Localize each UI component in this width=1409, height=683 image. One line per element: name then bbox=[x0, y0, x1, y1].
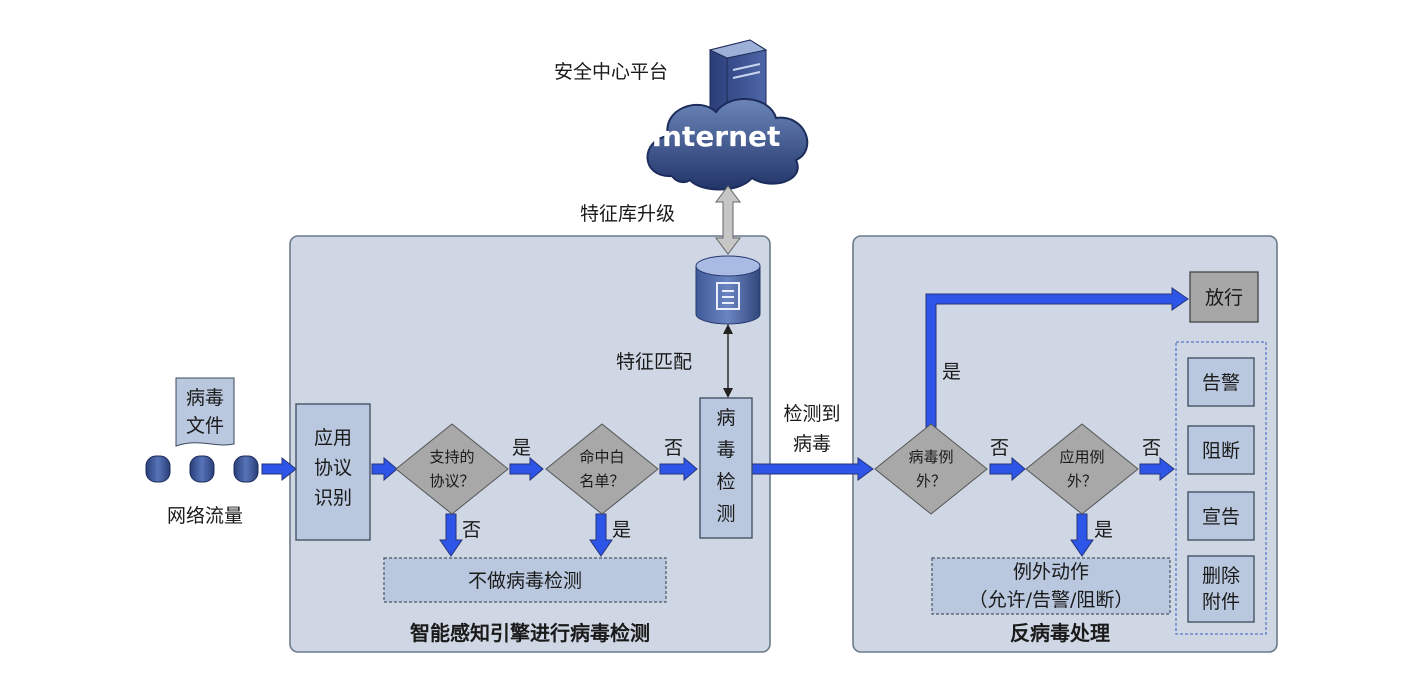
flow-arrow-no-2 bbox=[989, 456, 1026, 482]
virus-detect-char1: 病 bbox=[716, 407, 735, 429]
no-detect-label: 不做病毒检测 bbox=[468, 570, 582, 592]
virus-exception-decision: 病毒例 外？ bbox=[874, 423, 988, 515]
action-block-label: 阻断 bbox=[1202, 440, 1240, 462]
virus-detect-char4: 测 bbox=[716, 503, 735, 525]
upgrade-arrow bbox=[715, 185, 741, 255]
flow-arrow-no-1 bbox=[659, 456, 698, 482]
allow-box: 放行 bbox=[1189, 271, 1259, 323]
exception-action-line2: （允许/告警/阻断） bbox=[969, 589, 1134, 611]
app-protocol-id-line1: 应用 bbox=[314, 427, 352, 449]
flow-arrow-down-yes-2 bbox=[1070, 513, 1094, 557]
av-panel-title: 反病毒处理 bbox=[1010, 621, 1110, 645]
database-icon bbox=[695, 255, 761, 325]
signature-upgrade-label: 特征库升级 bbox=[580, 203, 675, 225]
virus-exception-line1: 病毒例 bbox=[908, 448, 953, 466]
signature-match-label: 特征匹配 bbox=[616, 351, 692, 373]
flow-arrow-detected bbox=[751, 457, 874, 481]
engine-panel bbox=[289, 235, 771, 653]
traffic-packet-icon bbox=[145, 455, 259, 483]
virus-file-line1: 病毒 bbox=[186, 387, 224, 409]
delete-attachment-line1: 删除 bbox=[1202, 565, 1240, 587]
actions-group bbox=[1175, 341, 1267, 635]
flow-arrow-proto bbox=[371, 456, 398, 482]
action-announce-label: 宣告 bbox=[1202, 506, 1240, 528]
action-announce-box: 宣告 bbox=[1187, 491, 1255, 541]
no-label-3: 否 bbox=[990, 437, 1009, 459]
app-exception-decision: 应用例 外？ bbox=[1025, 423, 1139, 515]
allow-label: 放行 bbox=[1205, 287, 1243, 309]
no-label-1: 否 bbox=[462, 519, 481, 541]
whitelist-hit-line2: 名单？ bbox=[579, 472, 624, 490]
virus-exception-line2: 外？ bbox=[916, 472, 946, 490]
app-protocol-id-line3: 识别 bbox=[314, 487, 352, 509]
exception-action-line1: 例外动作 bbox=[1013, 561, 1089, 583]
whitelist-hit-line1: 命中白 bbox=[579, 448, 624, 466]
internet-label: Internet bbox=[652, 120, 781, 153]
virus-file-icon: 病毒 文件 bbox=[175, 377, 235, 447]
action-alert-label: 告警 bbox=[1202, 372, 1240, 394]
whitelist-hit-decision: 命中白 名单？ bbox=[545, 423, 659, 515]
yes-label-4: 是 bbox=[1094, 519, 1113, 541]
flow-arrow-down-yes bbox=[589, 513, 613, 557]
virus-detect-char2: 毒 bbox=[716, 439, 735, 461]
no-label-2: 否 bbox=[664, 437, 683, 459]
supported-protocol-decision: 支持的 协议？ bbox=[395, 423, 509, 515]
action-alert-box: 告警 bbox=[1187, 357, 1255, 407]
app-exception-line2: 外？ bbox=[1067, 472, 1097, 490]
exception-action-box: 例外动作 （允许/告警/阻断） bbox=[931, 557, 1171, 615]
supported-protocol-line2: 协议？ bbox=[429, 472, 474, 490]
action-delete-attachment-box: 删除 附件 bbox=[1187, 555, 1255, 623]
flow-arrow-no-3 bbox=[1139, 456, 1175, 482]
flow-arrow-yes-1 bbox=[509, 456, 544, 482]
network-traffic-label: 网络流量 bbox=[167, 505, 243, 527]
app-protocol-id-box: 应用 协议 识别 bbox=[295, 403, 371, 541]
supported-protocol-line1: 支持的 bbox=[429, 448, 474, 466]
app-exception-line1: 应用例 bbox=[1059, 448, 1104, 466]
virus-file-line2: 文件 bbox=[186, 415, 224, 437]
flow-arrow-down-no bbox=[439, 513, 463, 557]
signature-match-arrow bbox=[723, 324, 733, 398]
cloud-icon: Internet bbox=[646, 98, 809, 191]
yes-label-2: 是 bbox=[612, 519, 631, 541]
engine-panel-title: 智能感知引擎进行病毒检测 bbox=[410, 621, 650, 645]
virus-detect-char3: 检 bbox=[716, 471, 735, 493]
virus-detect-box: 病 毒 检 测 bbox=[699, 397, 753, 539]
flow-arrow-allow bbox=[925, 287, 1189, 429]
server-icon bbox=[708, 39, 768, 125]
action-block-box: 阻断 bbox=[1187, 425, 1255, 475]
no-label-4: 否 bbox=[1142, 437, 1161, 459]
yes-label-3: 是 bbox=[942, 361, 961, 383]
detected-line2: 病毒 bbox=[793, 433, 831, 455]
delete-attachment-line2: 附件 bbox=[1202, 591, 1240, 613]
security-center-label: 安全中心平台 bbox=[554, 61, 668, 83]
yes-label-1: 是 bbox=[512, 437, 531, 459]
flow-arrow-traffic bbox=[261, 456, 297, 482]
app-protocol-id-line2: 协议 bbox=[314, 457, 352, 479]
detected-line1: 检测到 bbox=[783, 403, 840, 425]
no-detect-box: 不做病毒检测 bbox=[383, 557, 667, 603]
